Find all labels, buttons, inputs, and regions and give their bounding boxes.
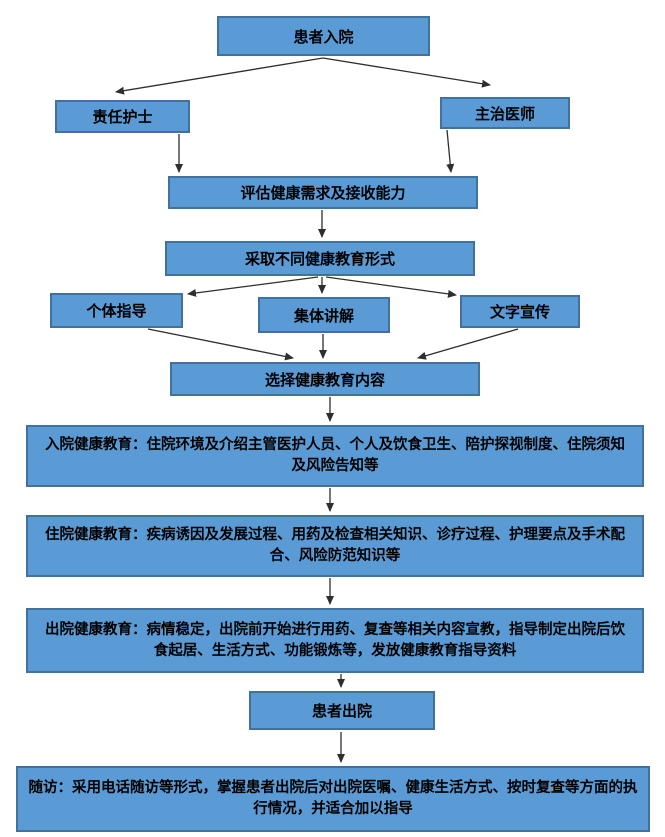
node-individual-guidance: 个体指导 [50, 293, 183, 328]
node-label: 患者入院 [293, 27, 354, 46]
edge-written-select [417, 328, 519, 360]
node-patient-discharge: 患者出院 [249, 691, 435, 730]
node-attending-doctor: 主治医师 [440, 97, 570, 129]
node-select-education-content: 选择健康教育内容 [170, 362, 480, 396]
node-label: 出院健康教育：病情稳定，出院前开始进行用药、复查等相关内容宣教，指导制定出院后饮… [45, 621, 625, 659]
node-discharge-education: 出院健康教育：病情稳定，出院前开始进行用药、复查等相关内容宣教，指导制定出院后饮… [26, 608, 644, 673]
node-education-forms: 采取不同健康教育形式 [165, 241, 475, 276]
node-label: 文字宣传 [489, 303, 550, 321]
edge-doctor-assess [446, 129, 455, 173]
node-written-materials: 文字宣传 [460, 295, 580, 328]
node-label: 住院健康教育：疾病诱因及发展过程、用药及检查相关知识、诊疗过程、护理要点及手术配… [45, 527, 625, 564]
edge-admission-nurse [115, 57, 324, 95]
node-admission-education: 入院健康教育：住院环境及介绍主管医护人员、个人及饮食卫生、陪护探视制度、住院须知… [26, 425, 644, 487]
node-followup: 随访：采用电话随访等形式，掌握患者出院后对出院医嘱、健康生活方式、按时复查等方面… [16, 766, 650, 832]
edge-individual-select [147, 328, 294, 361]
node-label: 采取不同健康教育形式 [244, 250, 395, 268]
node-label: 评估健康需求及接收能力 [240, 184, 406, 202]
node-label: 随访：采用电话随访等形式，掌握患者出院后对出院医嘱、健康生活方式、按时复查等方面… [28, 780, 638, 817]
node-label: 入院健康教育：住院环境及介绍主管医护人员、个人及饮食卫生、陪护探视制度、住院须知… [45, 437, 625, 474]
node-label: 集体讲解 [293, 306, 354, 325]
node-responsible-nurse: 责任护士 [55, 100, 190, 133]
edge-admission-doctor [322, 57, 491, 88]
node-hospitalization-education: 住院健康教育：疾病诱因及发展过程、用药及检查相关知识、诊疗过程、护理要点及手术配… [26, 515, 644, 577]
node-label: 选择健康教育内容 [264, 370, 385, 389]
node-label: 主治医师 [474, 104, 535, 123]
node-label: 个体指导 [86, 302, 147, 320]
node-group-explanation: 集体讲解 [258, 297, 390, 333]
edge-forms-individual [187, 276, 319, 297]
node-label: 患者出院 [311, 702, 372, 720]
node-label: 责任护士 [92, 108, 153, 126]
node-assess-health-needs: 评估健康需求及接收能力 [168, 176, 478, 209]
node-patient-admission: 患者入院 [217, 16, 430, 56]
edge-forms-written [325, 276, 457, 298]
